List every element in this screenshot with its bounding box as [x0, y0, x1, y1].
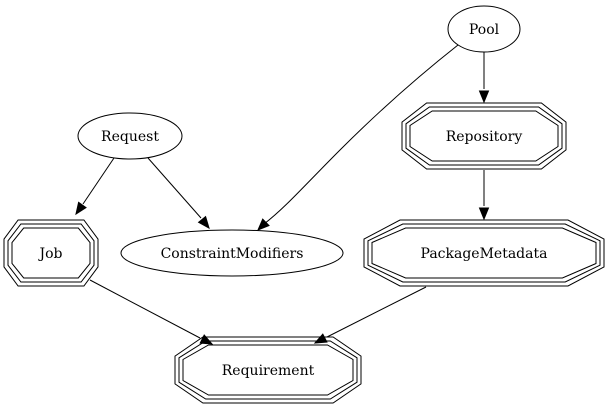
octagon-border-3	[182, 344, 354, 396]
edge-packagemetadata-to-requirement	[313, 286, 427, 344]
octagon-border-1	[174, 336, 362, 404]
node-repository[interactable]: Repository	[401, 102, 567, 170]
edge-line	[263, 44, 459, 225]
ellipse-shape	[447, 5, 521, 53]
node-constraintmodifiers[interactable]: ConstraintModifiers	[120, 229, 344, 277]
node-label-job: Job	[37, 246, 62, 262]
edge-request-to-job	[75, 157, 115, 216]
arrowhead-icon	[199, 334, 214, 345]
ellipse-shape	[120, 229, 344, 277]
node-label-pool: Pool	[469, 22, 500, 38]
edge-line	[147, 157, 202, 219]
octagon-border-2	[7, 223, 95, 283]
arrowhead-icon	[478, 90, 490, 104]
edge-line	[82, 157, 115, 205]
octagon-border-2	[367, 223, 601, 283]
node-requirement[interactable]: Requirement	[174, 336, 362, 404]
node-pool[interactable]: Pool	[447, 5, 521, 53]
node-request[interactable]: Request	[77, 112, 183, 160]
node-label-constraintmodifiers: ConstraintModifiers	[161, 246, 304, 262]
edge-pool-to-repository	[478, 52, 490, 104]
edge-repository-to-packagemetadata	[478, 170, 490, 221]
octagon-border-3	[371, 227, 597, 279]
octagon-border-2	[178, 340, 358, 400]
arrowhead-icon	[75, 201, 87, 216]
edges-layer	[75, 44, 490, 345]
edge-job-to-requirement	[89, 279, 214, 345]
edge-request-to-constraintmodifiers	[147, 157, 210, 230]
node-packagemetadata[interactable]: PackageMetadata	[363, 219, 605, 287]
ellipse-shape	[77, 112, 183, 160]
node-label-packagemetadata: PackageMetadata	[421, 246, 548, 262]
edge-line	[89, 279, 201, 339]
octagon-border-1	[401, 102, 567, 170]
edge-pool-to-constraintmodifiers	[257, 44, 459, 231]
octagon-border-3	[409, 110, 559, 162]
node-job[interactable]: Job	[3, 219, 99, 287]
node-label-request: Request	[101, 129, 159, 145]
edge-line	[326, 286, 427, 338]
node-label-repository: Repository	[446, 129, 523, 145]
arrowhead-icon	[313, 333, 328, 344]
node-label-requirement: Requirement	[222, 363, 315, 379]
octagon-border-3	[11, 227, 91, 279]
arrowhead-icon	[197, 215, 210, 230]
arrowhead-icon	[478, 207, 490, 221]
arrowhead-icon	[257, 218, 270, 231]
octagon-border-1	[363, 219, 605, 287]
octagon-border-2	[405, 106, 563, 166]
octagon-border-1	[3, 219, 99, 287]
